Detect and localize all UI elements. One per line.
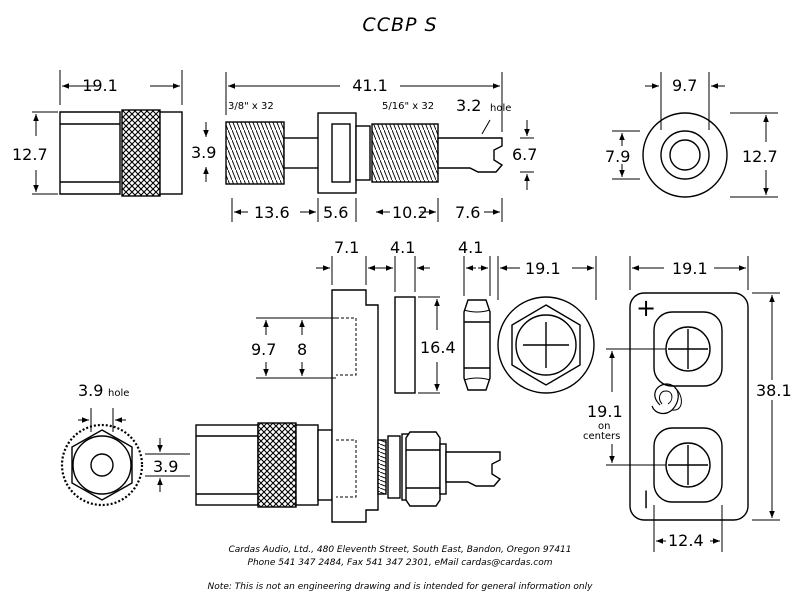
nut-side-view	[463, 299, 491, 391]
page-title: CCBP S	[362, 14, 438, 36]
footer-note: Note: This is not an engineering drawing…	[207, 582, 593, 592]
nut-width-label: 4.1	[458, 238, 484, 257]
footer-address: Cardas Audio, Ltd., 480 Eleventh Street,…	[228, 545, 572, 555]
centers-value-label: 19.1	[587, 402, 623, 421]
hex-nut-end-view	[60, 423, 144, 507]
hole-word-label: hole	[490, 103, 512, 114]
plate-front-view	[629, 292, 749, 521]
plate-width-label: 19.1	[672, 259, 708, 278]
flange-h2-label: 8	[297, 340, 308, 359]
thread-right-label: 5/16" x 32	[382, 101, 435, 112]
nut-face-view	[497, 296, 595, 394]
cap-height-label: 12.7	[12, 145, 48, 164]
footer-contact: Phone 541 347 2484, Fax 541 347 2301, eM…	[247, 558, 553, 568]
washer-width-label: 4.1	[390, 238, 416, 257]
plate-height-label: 38.1	[756, 381, 792, 400]
nut-face-width-label: 19.1	[525, 259, 561, 278]
cap-side-height-label: 3.9	[153, 457, 179, 476]
plus-symbol: +	[636, 294, 657, 322]
flange-width-label: 7.1	[334, 238, 360, 257]
hole2-word-label: hole	[108, 388, 130, 399]
end-inner-h-label: 7.9	[605, 147, 631, 166]
lug-diameter-label: 3.9	[191, 143, 217, 162]
seg1-label: 13.6	[254, 203, 290, 222]
washer-height-label: 16.4	[420, 338, 456, 357]
tip-height-label: 6.7	[512, 145, 538, 164]
centers-on-label: on	[598, 421, 611, 432]
seg2-label: 5.6	[323, 203, 349, 222]
top-end-view	[642, 112, 728, 198]
centers-word-label: centers	[583, 431, 621, 442]
top-post-side-view	[225, 112, 504, 194]
seg3-label: 10.2	[392, 203, 428, 222]
flange-h1-label: 9.7	[251, 340, 277, 359]
thread-left-label: 3/8" x 32	[228, 101, 274, 112]
top-cap-side-view	[59, 109, 183, 197]
hole2-dim-label: 3.9	[78, 381, 104, 400]
end-inner-label: 9.7	[672, 76, 698, 95]
seg4-label: 7.6	[455, 203, 481, 222]
end-outer-h-label: 12.7	[742, 147, 778, 166]
washer-side-view	[394, 296, 416, 394]
minus-symbol: |	[643, 488, 650, 509]
assembly-side-view	[195, 289, 502, 523]
hole-dim-label: 3.2	[456, 96, 482, 115]
plate-bottom-label: 12.4	[668, 531, 704, 550]
